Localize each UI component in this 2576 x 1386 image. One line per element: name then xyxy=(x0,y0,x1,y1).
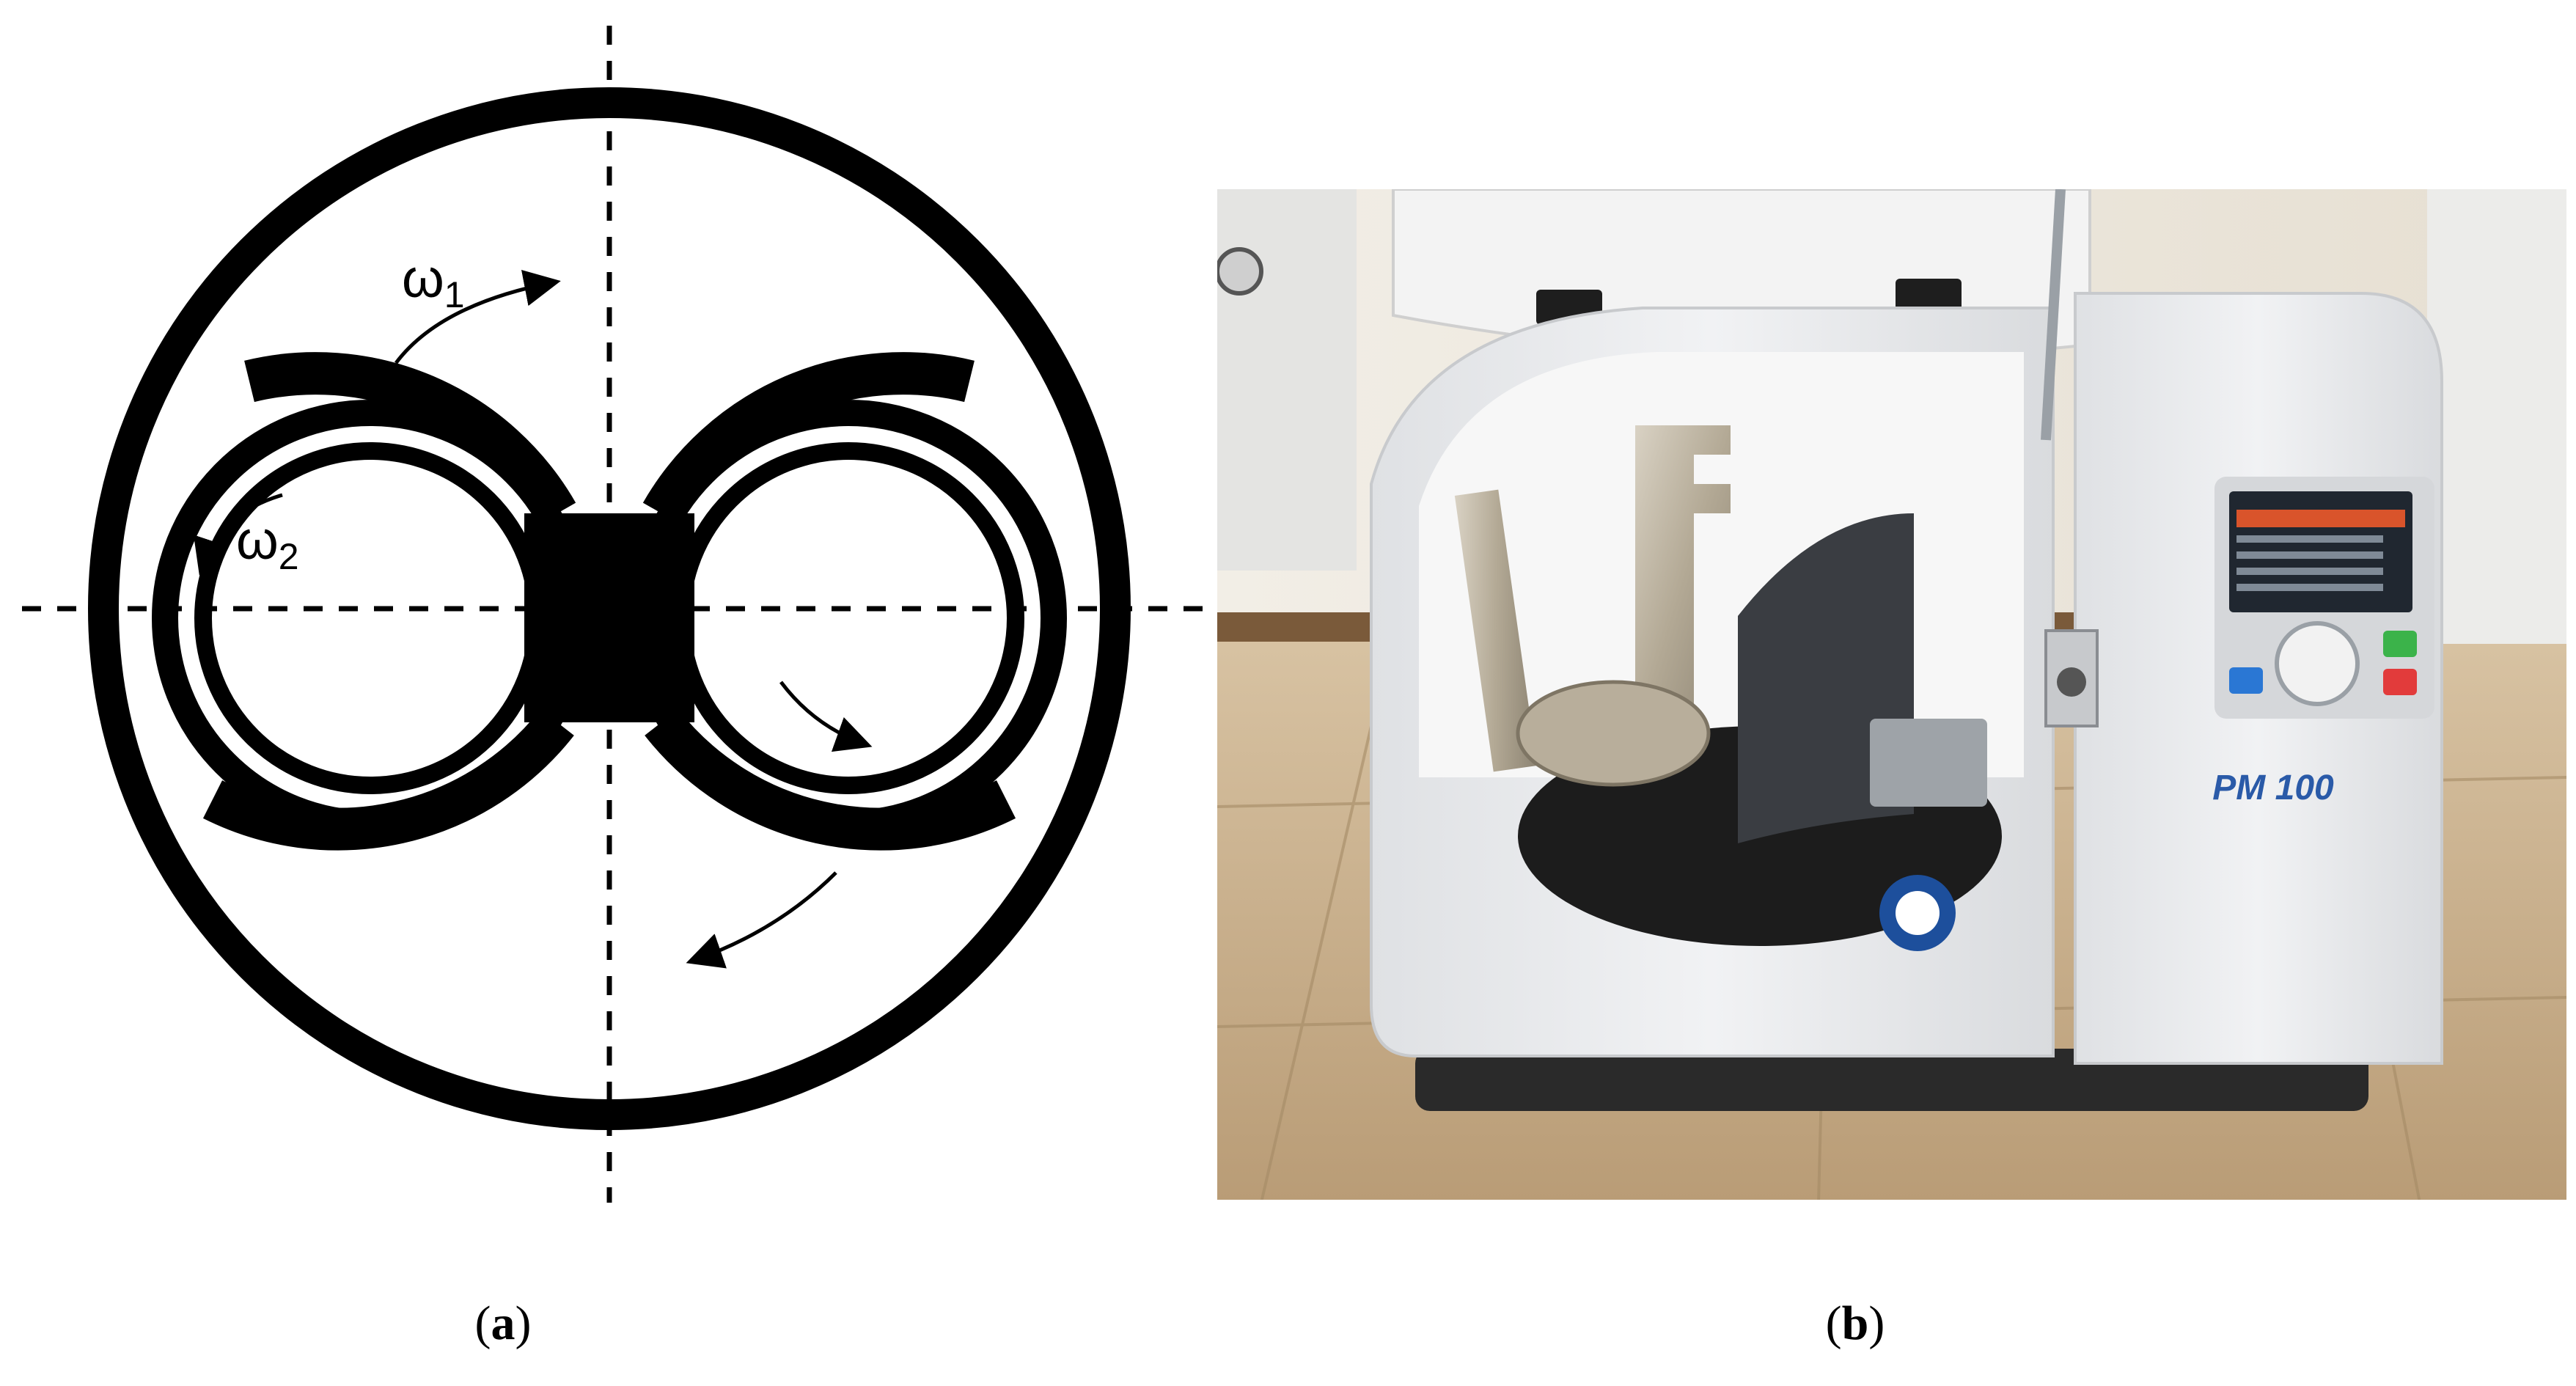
panel-a-caption-open: ( xyxy=(475,1297,491,1350)
key-shaped-holder xyxy=(1635,425,1731,733)
omega1-label: ω1 xyxy=(402,248,465,315)
panel-b-caption-letter: b xyxy=(1842,1297,1869,1350)
outer-rotation-arrow xyxy=(686,871,837,969)
right-grinding-bowl-inner xyxy=(672,442,1024,794)
omega2-label: ω2 xyxy=(236,510,299,577)
clamp-mechanism xyxy=(1870,719,1987,807)
panel-b-caption-open: ( xyxy=(1826,1297,1842,1350)
background-gauge xyxy=(1217,247,1263,296)
panel-a-diagram: ω1 ω2 xyxy=(22,26,1203,1203)
omega1-arrow xyxy=(395,270,561,364)
read-manual-badge-inner xyxy=(1896,891,1940,935)
omega2-subscript: 2 xyxy=(279,536,299,577)
lid-hinge-right xyxy=(1896,279,1962,314)
omega2-symbol: ω xyxy=(236,510,279,571)
left-grinding-bowl-inner xyxy=(194,442,546,794)
lid-support-rod xyxy=(2041,189,2066,441)
panel-b-photo: PM 100 xyxy=(1217,189,2566,1200)
left-grinding-bowl-outer xyxy=(152,400,589,837)
start-button xyxy=(2383,631,2417,657)
panel-b-caption-close: ) xyxy=(1868,1297,1885,1350)
grinding-jar xyxy=(1516,680,1711,787)
omega2-arrow xyxy=(193,493,283,576)
panel-b-caption: (b) xyxy=(1826,1297,1885,1350)
panel-a-caption-letter: a xyxy=(491,1297,515,1350)
omega1-symbol: ω xyxy=(402,248,444,309)
background-appliance-right xyxy=(2427,189,2566,644)
bowl-holder-frame xyxy=(1454,489,1538,772)
background-appliance-left xyxy=(1217,189,1357,571)
lid-lock-hole xyxy=(2057,667,2086,697)
panel-a-caption: (a) xyxy=(475,1297,532,1350)
right-bowl-rotation-arrow xyxy=(779,681,873,752)
device-model-label: PM 100 xyxy=(2212,769,2334,807)
control-knob xyxy=(2275,621,2360,706)
omega1-subscript: 1 xyxy=(444,274,465,315)
left-bowl-holder-top xyxy=(244,352,576,524)
right-bowl-holder-top xyxy=(642,352,975,524)
panel-a-caption-close: ) xyxy=(515,1297,532,1350)
home-button xyxy=(2229,667,2263,694)
display-highlight-bar xyxy=(2236,510,2405,527)
stop-button xyxy=(2383,669,2417,695)
right-grinding-bowl-outer xyxy=(630,400,1067,837)
outer-ring xyxy=(88,87,1131,1130)
display-lines xyxy=(2236,535,2383,591)
